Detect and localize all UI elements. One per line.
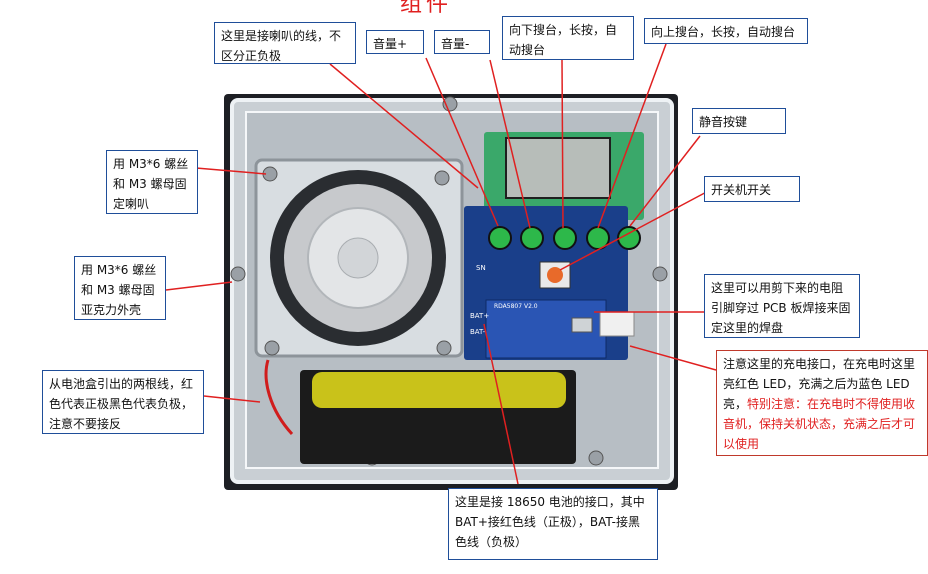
- pointer-line: [629, 345, 717, 371]
- pointer-line: [195, 167, 267, 175]
- volume-up-button: [488, 226, 512, 250]
- callout-resistor-tip: 这里可以用剪下来的电阻引脚穿过 PCB 板焊接来固定这里的焊盘: [704, 274, 860, 338]
- battery-red-wire: [264, 359, 294, 436]
- callout-battery-wires: 从电池盒引出的两根线，红色代表正极黑色代表负极，注意不要接反: [42, 370, 204, 434]
- pcb-version: RDA5807 V2.0: [494, 303, 538, 310]
- charge-note-text: 注意这里的充电接口，在充电时这里亮红色 LED，充满之后为蓝色 LED 亮，: [723, 357, 916, 411]
- callout-speaker-wire: 这里是接喇叭的线，不区分正负极: [214, 22, 356, 64]
- search-down-button: [553, 226, 577, 250]
- charge-warning-text: 特别注意：在充电时不得使用收音机，保持关机状态，充满之后才可以使用: [723, 397, 916, 451]
- pointer-line: [425, 57, 499, 227]
- pointer-lines: [165, 43, 717, 485]
- pointer-line: [597, 43, 667, 229]
- callout-mute: 静音按键: [692, 108, 786, 134]
- connector-white: [599, 311, 635, 337]
- callout-speaker-screw: 用 M3*6 螺丝和 M3 螺母固定喇叭: [106, 150, 198, 214]
- pointer-line: [629, 135, 701, 227]
- callout-battery-port: 这里是接 18650 电池的接口，其中 BAT+接红色线（正极），BAT-接黑色…: [448, 488, 658, 560]
- pointer-line: [329, 63, 479, 189]
- callout-search-up: 向上搜台，长按，自动搜台: [644, 18, 808, 44]
- mute-button: [617, 226, 641, 250]
- power-switch-knob: [547, 267, 563, 283]
- speaker-dome-center: [337, 237, 379, 279]
- pcb-bat-plus: BAT+: [470, 312, 489, 320]
- battery-cell: [312, 372, 566, 408]
- pcb-sn: SN: [476, 264, 486, 272]
- screw-icon: [264, 340, 280, 356]
- pointer-line: [483, 323, 519, 485]
- pointer-line: [489, 59, 531, 229]
- volume-down-button: [520, 226, 544, 250]
- pointer-line: [559, 187, 715, 271]
- pointer-line: [165, 281, 233, 291]
- callout-search-down: 向下搜台，长按，自动搜台: [502, 16, 634, 60]
- screw-icon: [230, 266, 246, 282]
- screw-icon: [434, 170, 450, 186]
- pointer-line: [203, 395, 261, 403]
- callout-volume-down: 音量-: [434, 30, 490, 54]
- callout-volume-up: 音量+: [366, 30, 424, 54]
- callout-power-switch: 开关机开关: [704, 176, 800, 202]
- callout-shell-screw: 用 M3*6 螺丝和 M3 螺母固亚克力外壳: [74, 256, 166, 320]
- lcd-screen: [505, 137, 611, 199]
- pointer-line: [561, 59, 564, 229]
- screw-icon: [436, 340, 452, 356]
- screw-icon: [652, 266, 668, 282]
- screw-icon: [588, 450, 604, 466]
- callout-charge-note: 注意这里的充电接口，在充电时这里亮红色 LED，充满之后为蓝色 LED 亮，特别…: [716, 350, 928, 456]
- usb-port: [571, 317, 593, 333]
- pcb-bat-minus: BAT-: [470, 328, 486, 336]
- title-fragment: 组件: [400, 0, 453, 17]
